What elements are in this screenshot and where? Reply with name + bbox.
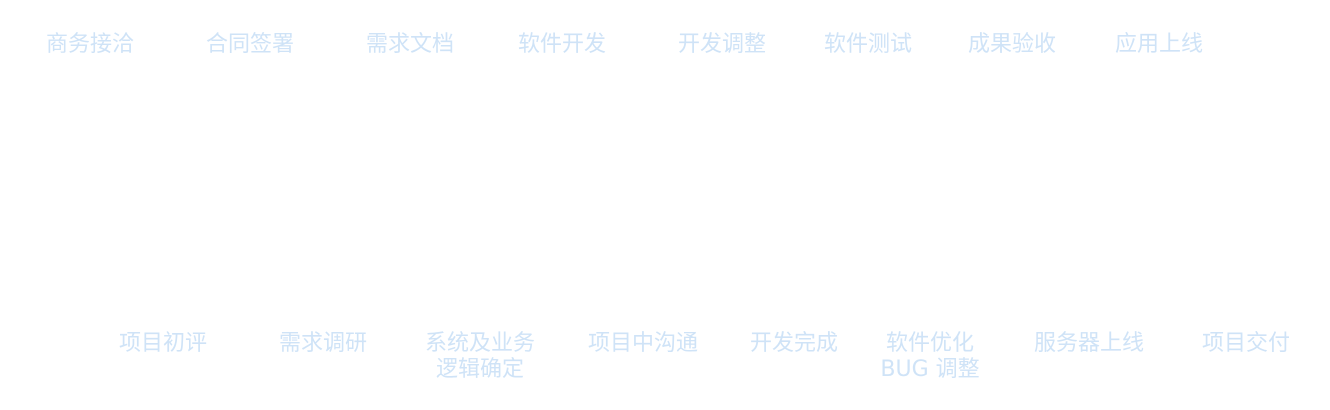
- top-stage-6: 软件测试: [823, 32, 913, 57]
- top-stage-1: 商务接洽: [45, 32, 135, 57]
- bottom-stage-6-line-2: BUG 调整: [880, 357, 980, 382]
- bottom-stage-8: 项目交付: [1202, 331, 1290, 357]
- top-stage-7: 成果验收: [967, 32, 1057, 57]
- bottom-stage-1-line-1: 项目初评: [118, 331, 208, 356]
- bottom-stage-5: 开发完成: [750, 331, 838, 357]
- bottom-stage-1: 项目初评: [119, 331, 207, 357]
- top-stage-4: 软件开发: [517, 32, 607, 57]
- bottom-stage-7-line-1: 服务器上线: [1033, 331, 1145, 356]
- bottom-stage-8-line-1: 项目交付: [1201, 331, 1291, 356]
- bottom-stage-4: 项目中沟通: [588, 331, 698, 357]
- bottom-stage-3-line-2: 逻辑确定: [435, 357, 525, 382]
- top-stage-8: 应用上线: [1114, 32, 1204, 57]
- bottom-stage-6-line-1: 软件优化: [885, 331, 974, 356]
- bottom-stage-3: 系统及业务 逻辑确定: [425, 331, 535, 383]
- bottom-stage-6: 软件优化 BUG 调整: [880, 331, 979, 383]
- bottom-stage-3-line-1: 系统及业务: [424, 331, 536, 356]
- bottom-stage-4-line-1: 项目中沟通: [587, 331, 699, 356]
- bottom-stage-5-line-1: 开发完成: [749, 331, 839, 356]
- bottom-stage-7: 服务器上线: [1034, 331, 1144, 357]
- top-stage-5: 开发调整: [677, 32, 767, 57]
- top-stage-2: 合同签署: [205, 32, 295, 57]
- bottom-stage-2: 需求调研: [279, 331, 367, 357]
- top-stage-3: 需求文档: [365, 32, 455, 57]
- bottom-stage-2-line-1: 需求调研: [278, 331, 368, 356]
